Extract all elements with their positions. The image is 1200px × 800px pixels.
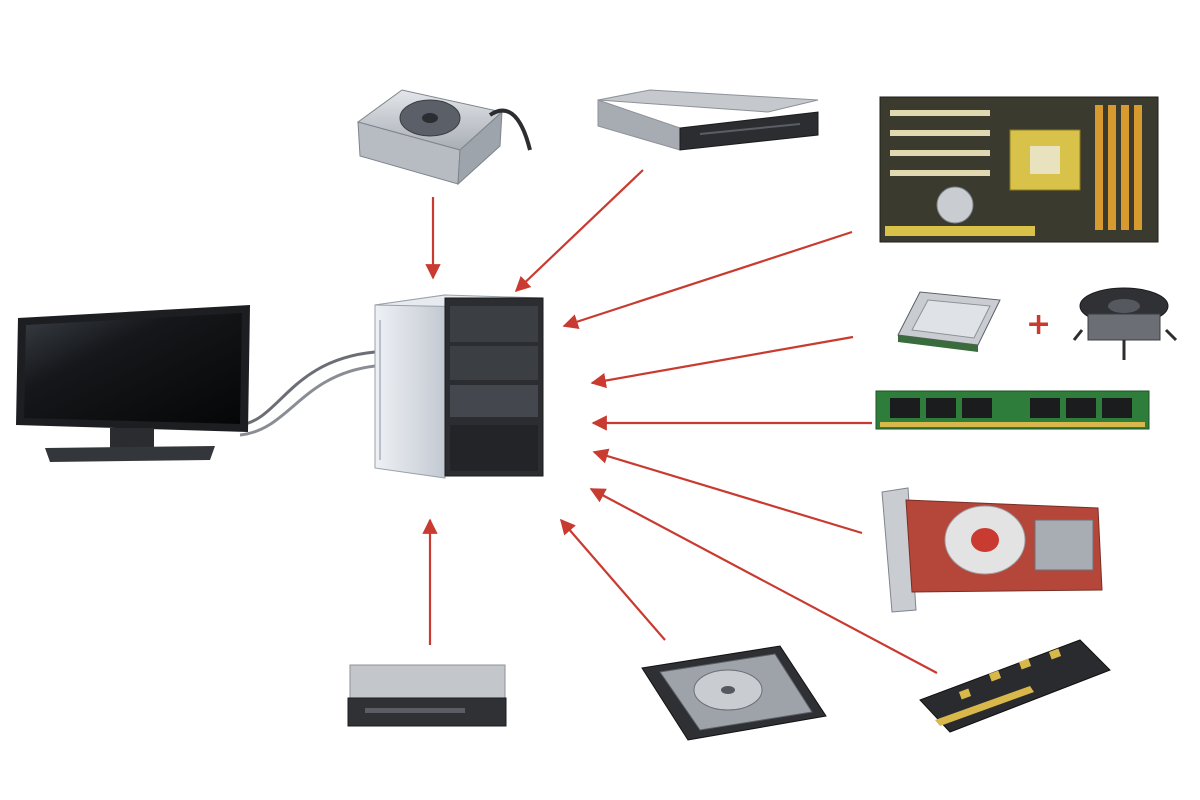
cpu-cooler-heatsink	[1087, 313, 1161, 341]
cpu-cooler	[1072, 287, 1178, 360]
graphics-card-heatsink	[1034, 519, 1094, 571]
arrow-hard-drive	[559, 518, 666, 641]
monitor-stand-base	[45, 446, 215, 462]
case-drive-bay-1	[450, 306, 538, 342]
cpu	[897, 291, 1001, 352]
motherboard-cmos-battery	[936, 186, 974, 224]
arrow-optical-drive	[514, 169, 644, 293]
optical-drive	[597, 89, 819, 151]
computer-case	[374, 294, 544, 479]
arrow-sound-card	[589, 488, 938, 674]
sound-card-contacts	[935, 686, 1034, 726]
floppy-drive-top	[349, 664, 506, 700]
power-supply	[356, 89, 532, 186]
case-drive-bay-2	[450, 346, 538, 380]
monitor-screen	[24, 313, 242, 424]
motherboard-ram-slots	[1095, 105, 1142, 230]
optical-drive-top	[597, 89, 819, 113]
hard-drive	[641, 645, 827, 741]
motherboard-expansion-slots	[890, 110, 990, 176]
plus-sign: +	[1026, 307, 1051, 342]
sound-card-components	[958, 648, 1062, 700]
case-drive-bay-3	[450, 385, 538, 417]
case-front-vent	[450, 425, 538, 471]
motherboard	[879, 96, 1159, 243]
optical-drive-front	[679, 111, 819, 151]
psu-cables	[488, 108, 532, 151]
monitor-cable	[239, 350, 376, 427]
floppy-drive	[347, 664, 507, 727]
ram-contacts	[880, 422, 1145, 427]
ram-chips	[890, 398, 1132, 418]
arrows	[422, 169, 938, 674]
arrow-motherboard	[562, 230, 853, 330]
arrow-graphics-card	[592, 448, 863, 535]
monitor	[16, 305, 376, 462]
ram	[875, 390, 1150, 430]
arrow-cpu	[590, 335, 854, 389]
monitor-stand-neck	[110, 428, 154, 448]
case-side-panel	[374, 294, 446, 479]
sound-card	[919, 639, 1111, 733]
graphics-card	[881, 487, 1103, 613]
